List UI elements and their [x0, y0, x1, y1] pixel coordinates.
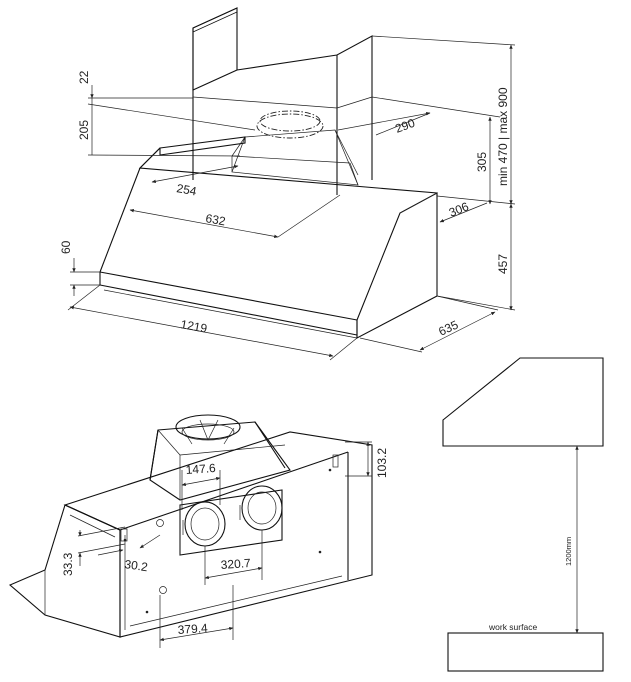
installation-height-diagram: 1200mm work surface	[442, 357, 604, 672]
chimney-cover	[192, 7, 373, 195]
hood-silhouette	[442, 357, 604, 447]
motor-housing	[149, 414, 291, 501]
dim-205: 205	[77, 120, 91, 140]
dim-320-7: 320.7	[220, 556, 251, 572]
hood-body	[8, 431, 373, 638]
dim-60: 60	[59, 240, 73, 254]
dim-103-2: 103.2	[375, 448, 389, 478]
dim-30-2: 30.2	[124, 557, 149, 574]
duct-transition	[231, 110, 359, 186]
dim-min-max: min 470 | max 900	[496, 87, 510, 186]
dim-306: 306	[447, 199, 471, 220]
work-surface-block	[447, 632, 604, 672]
dim-22: 22	[77, 70, 91, 84]
hood-canopy	[99, 136, 438, 339]
install-height-label: 1200mm	[564, 537, 573, 566]
dim-305: 305	[475, 152, 489, 172]
hood-rear-view: 147.6 103.2 33.3 30.2 320.7 379.4	[8, 414, 389, 648]
dim-457: 457	[496, 254, 510, 274]
work-surface-label: work surface	[488, 622, 537, 632]
hood-front-view: 22 205 290 254 305 min 470 | max 900 632…	[59, 7, 516, 361]
dim-290: 290	[393, 116, 417, 136]
dim-33-3: 33.3	[61, 552, 75, 576]
dim-147-6: 147.6	[185, 461, 216, 477]
dim-379-4: 379.4	[177, 621, 208, 637]
dim-1219: 1219	[179, 317, 208, 335]
bottom-dimension-lines	[77, 441, 372, 648]
dim-632: 632	[204, 211, 226, 228]
mounting-holes	[120, 454, 339, 614]
top-dimension-lines	[67, 35, 516, 361]
outlet-plate	[179, 485, 283, 556]
dim-635: 635	[436, 317, 460, 338]
dim-254: 254	[175, 181, 197, 198]
